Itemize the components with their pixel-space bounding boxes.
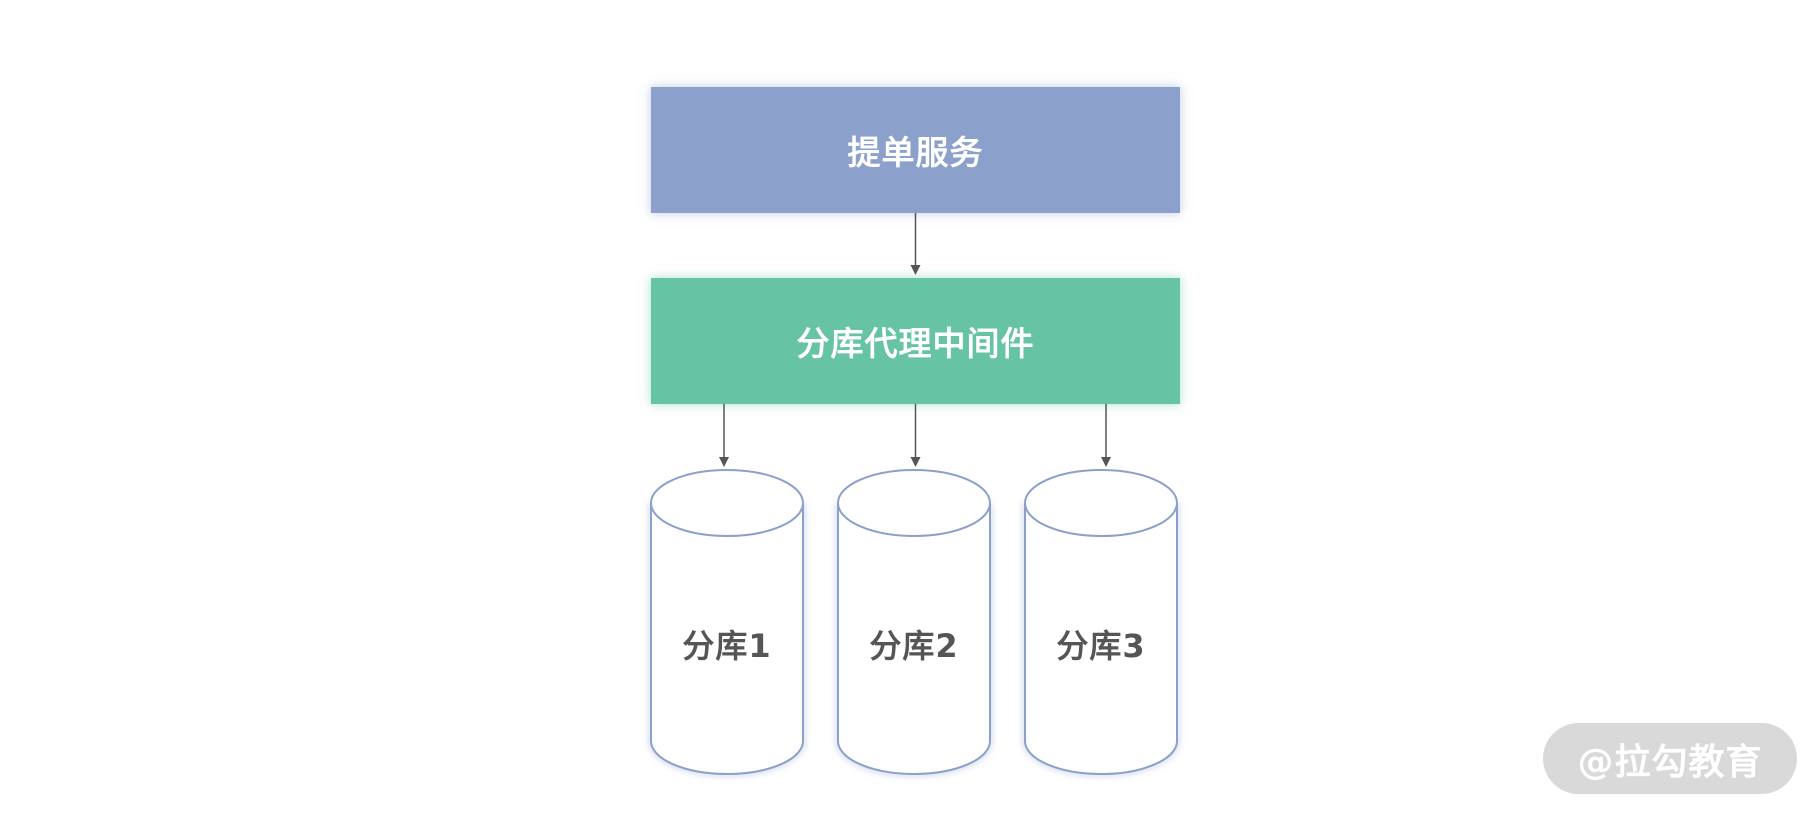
watermark-text: @拉勾教育: [1577, 741, 1763, 783]
database-label-1: 分库1: [682, 627, 772, 665]
proxy-middleware-node: 分库代理中间件: [651, 278, 1180, 404]
database-label-3: 分库3: [1056, 627, 1146, 665]
watermark-badge: @拉勾教育: [1543, 723, 1797, 794]
database-label-2: 分库2: [869, 627, 959, 665]
service-node: 提单服务: [651, 87, 1180, 213]
service-node-label: 提单服务: [847, 133, 984, 172]
proxy-middleware-label: 分库代理中间件: [796, 324, 1035, 363]
